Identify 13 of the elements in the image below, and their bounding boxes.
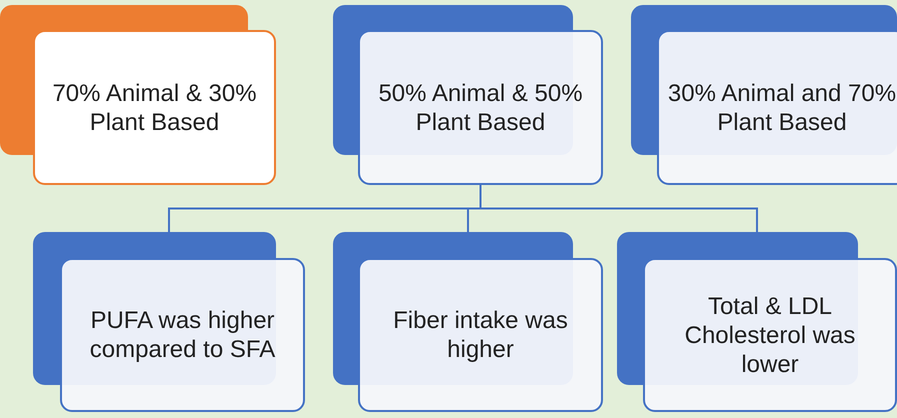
process-card xyxy=(33,232,305,412)
card-text: 50% Animal & 50% Plant Based xyxy=(377,78,584,136)
process-card xyxy=(333,232,603,412)
process-card xyxy=(333,5,603,185)
connector-line xyxy=(480,185,758,232)
process-card xyxy=(0,5,276,185)
card-text: PUFA was higher compared to SFA xyxy=(88,306,276,364)
process-card xyxy=(631,5,897,185)
process-card xyxy=(617,232,897,412)
card-text: Total & LDL Cholesterol was lower xyxy=(684,292,856,378)
card-text: 30% Animal and 70% Plant Based xyxy=(666,78,897,136)
card-text: Fiber intake was higher xyxy=(392,306,569,364)
card-text: 70% Animal & 30% Plant Based xyxy=(51,78,258,136)
